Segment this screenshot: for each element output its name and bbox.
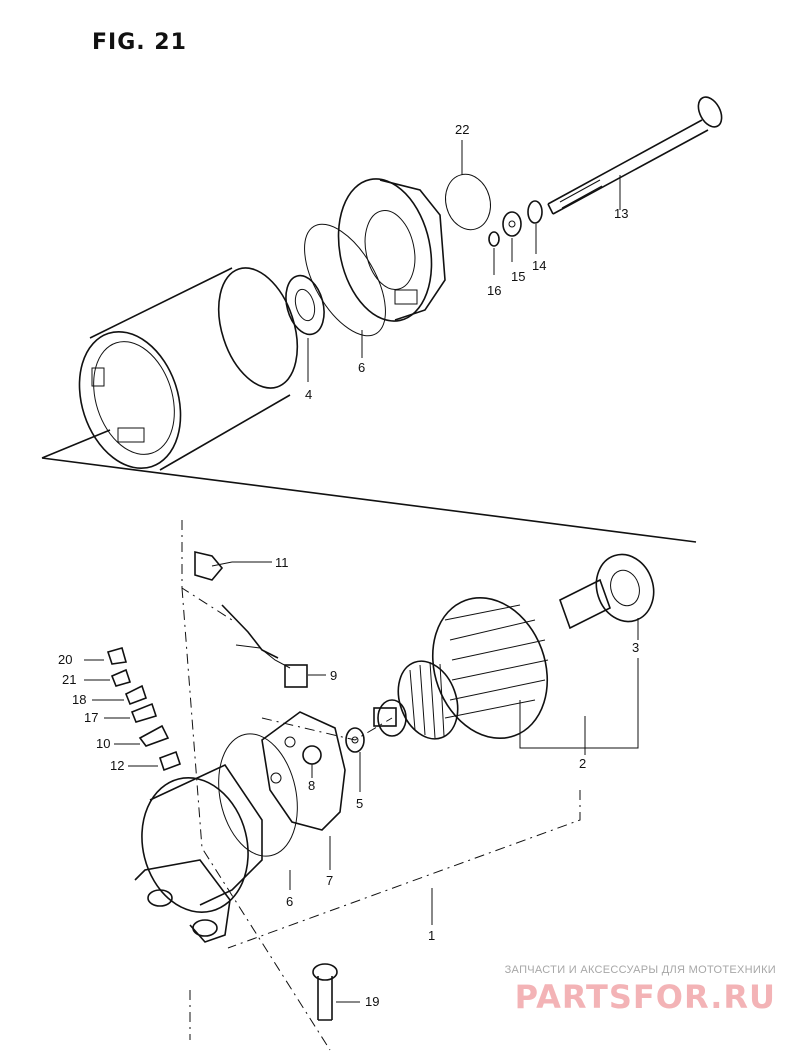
watermark: ЗАПЧАСТИ И АКСЕССУАРЫ ДЛЯ МОТОТЕХНИКИ PA… bbox=[505, 964, 776, 1016]
through-bolt-part-13 bbox=[547, 96, 723, 215]
assembly-divider-line bbox=[41, 429, 697, 543]
watermark-tagline: ЗАПЧАСТИ И АКСЕССУАРЫ ДЛЯ МОТОТЕХНИКИ bbox=[504, 964, 776, 976]
brush-part-9 bbox=[221, 604, 308, 688]
callout-21: 21 bbox=[62, 672, 76, 687]
terminal-part-11 bbox=[194, 550, 233, 581]
o-ring-part-6-upper bbox=[304, 223, 386, 337]
small-hardware-set bbox=[106, 647, 182, 772]
o-ring-part-22 bbox=[445, 173, 491, 231]
alignment-lines bbox=[181, 520, 581, 1051]
end-cover-upper bbox=[337, 178, 446, 322]
front-housing-part-1 bbox=[134, 763, 263, 943]
screw-part-19 bbox=[312, 963, 338, 1021]
callout-10: 10 bbox=[96, 736, 110, 751]
callout-7: 7 bbox=[326, 873, 333, 888]
callout-3: 3 bbox=[632, 640, 639, 655]
callout-1: 1 bbox=[428, 928, 435, 943]
callout-15: 15 bbox=[511, 269, 525, 284]
leader-lines bbox=[84, 140, 639, 1003]
yoke-housing-drawing bbox=[78, 267, 299, 471]
callout-6-lower: 6 bbox=[286, 894, 293, 909]
bearing-part-3 bbox=[595, 553, 655, 623]
washer-part-15 bbox=[502, 211, 522, 237]
callout-6-upper: 6 bbox=[358, 360, 365, 375]
callout-18: 18 bbox=[72, 692, 86, 707]
callout-20: 20 bbox=[58, 652, 72, 667]
callout-12: 12 bbox=[110, 758, 124, 773]
callout-2: 2 bbox=[579, 756, 586, 771]
washer-part-14 bbox=[527, 200, 543, 224]
washer-part-5 bbox=[345, 727, 365, 753]
callout-22: 22 bbox=[455, 122, 469, 137]
callout-9: 9 bbox=[330, 668, 337, 683]
callout-19: 19 bbox=[365, 994, 379, 1009]
callout-5: 5 bbox=[356, 796, 363, 811]
callout-11: 11 bbox=[275, 555, 289, 570]
callout-4: 4 bbox=[305, 387, 312, 402]
o-ring-part-6-lower bbox=[218, 733, 298, 857]
callout-8: 8 bbox=[308, 778, 315, 793]
callout-16: 16 bbox=[487, 283, 501, 298]
callout-labels: 22 13 16 15 14 4 6 11 3 9 20 21 18 17 10… bbox=[58, 122, 639, 1009]
watermark-logo: PARTSFOR.RU bbox=[514, 978, 776, 1016]
figure-title: FIG. 21 bbox=[92, 30, 187, 55]
callout-17: 17 bbox=[84, 710, 98, 725]
armature-part-2 bbox=[373, 578, 611, 740]
callout-13: 13 bbox=[614, 206, 628, 221]
washer-part-16 bbox=[488, 231, 500, 247]
callout-14: 14 bbox=[532, 258, 546, 273]
brush-plate-part-7 bbox=[261, 711, 346, 831]
